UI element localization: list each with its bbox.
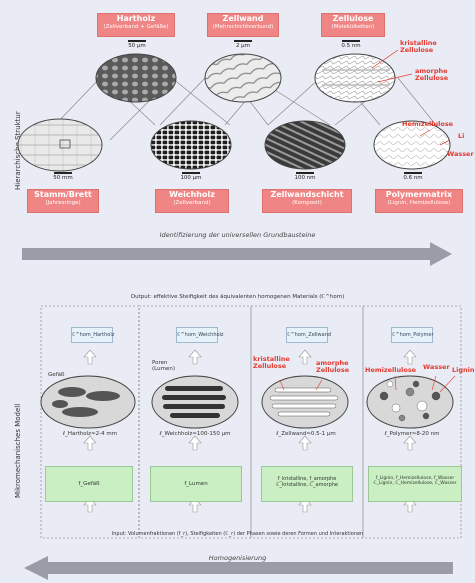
- input-box-weichholz: f_Lumen: [150, 466, 242, 502]
- label-wasser-model: Wasser: [423, 363, 450, 371]
- length-hartholz: ℓ_Hartholz≈2-4 mm: [62, 431, 118, 437]
- length-polymer: ℓ_Polymer≈8-20 nm: [384, 431, 440, 437]
- c-box-polymer: ℂ^hom_Polymer: [391, 327, 434, 343]
- label-zellwand: Zellwand(Mehrschichtverbund): [207, 13, 279, 37]
- model-diagram: [24, 305, 462, 580]
- input-text: Input: Volumenfraktionen (f_r), Steifigk…: [111, 531, 364, 537]
- label-amorphe-model: amorphe Zellulose: [316, 359, 350, 374]
- output-text: Output: effektive Steifigkeit des äquiva…: [130, 294, 345, 300]
- c-box-zellwand: ℂ^hom_Zellwand: [286, 327, 331, 343]
- label-kristalline-model: kristalline Zellulose: [253, 355, 290, 370]
- c-box-weichholz: ℂ^hom_Weichholz: [176, 327, 224, 343]
- label-hartholz: Hartholz(Zellverband + Gefäße): [97, 13, 175, 37]
- scale-stamm: 50 mm: [48, 172, 78, 181]
- label-stamm: Stamm/Brett(Jahresringe): [27, 189, 99, 213]
- label-kristalline-top: kristalline Zellulose: [400, 39, 437, 54]
- label-weichholz: Weichholz(Zellverband): [155, 189, 229, 213]
- arrow1-text: Identifizierung der universellen Grundba…: [159, 231, 316, 239]
- label-zellulose: Zellulose(Molekülketten): [321, 13, 385, 37]
- label-lignin-model: Lignin: [452, 366, 475, 374]
- label-gefass: Gefäß: [48, 372, 65, 378]
- label-poren: Poren (Lumen): [152, 360, 175, 372]
- input-box-hartholz: f_Gefäß: [45, 466, 133, 502]
- scale-zellwandschicht: 100 nm: [290, 172, 320, 181]
- scale-zellwand: 2 μm: [228, 40, 258, 49]
- scale-hartholz: 50 μm: [122, 40, 152, 49]
- label-lignin-top: Li: [458, 132, 465, 140]
- scale-polymer: 0.6 nm: [398, 172, 428, 181]
- arrow2-text: Homogenisierung: [208, 554, 267, 562]
- length-zellwand: ℓ_Zellwand≈0.5-1 μm: [276, 431, 336, 437]
- length-weichholz: ℓ_Weichholz≈100-150 μm: [159, 431, 231, 437]
- structure-diagram: [17, 49, 452, 266]
- c-box-hartholz: ℂ^hom_Hartholz: [71, 327, 114, 343]
- label-amorphe-top: amorphe Zellulose: [415, 67, 449, 82]
- scale-zellulose: 0.5 nm: [336, 40, 366, 49]
- label-hemi-top: Hemizellulose: [402, 120, 454, 128]
- label-wasser-top: Wasser: [447, 150, 474, 158]
- scale-weichholz: 100 μm: [176, 172, 206, 181]
- label-zellwandschicht: Zellwandschicht(Komposit): [262, 189, 352, 213]
- label-hemi-model: Hemizellulose: [365, 366, 417, 374]
- label-polymermatrix: Polymermatrix(Lignin, Hemizellulose): [375, 189, 463, 213]
